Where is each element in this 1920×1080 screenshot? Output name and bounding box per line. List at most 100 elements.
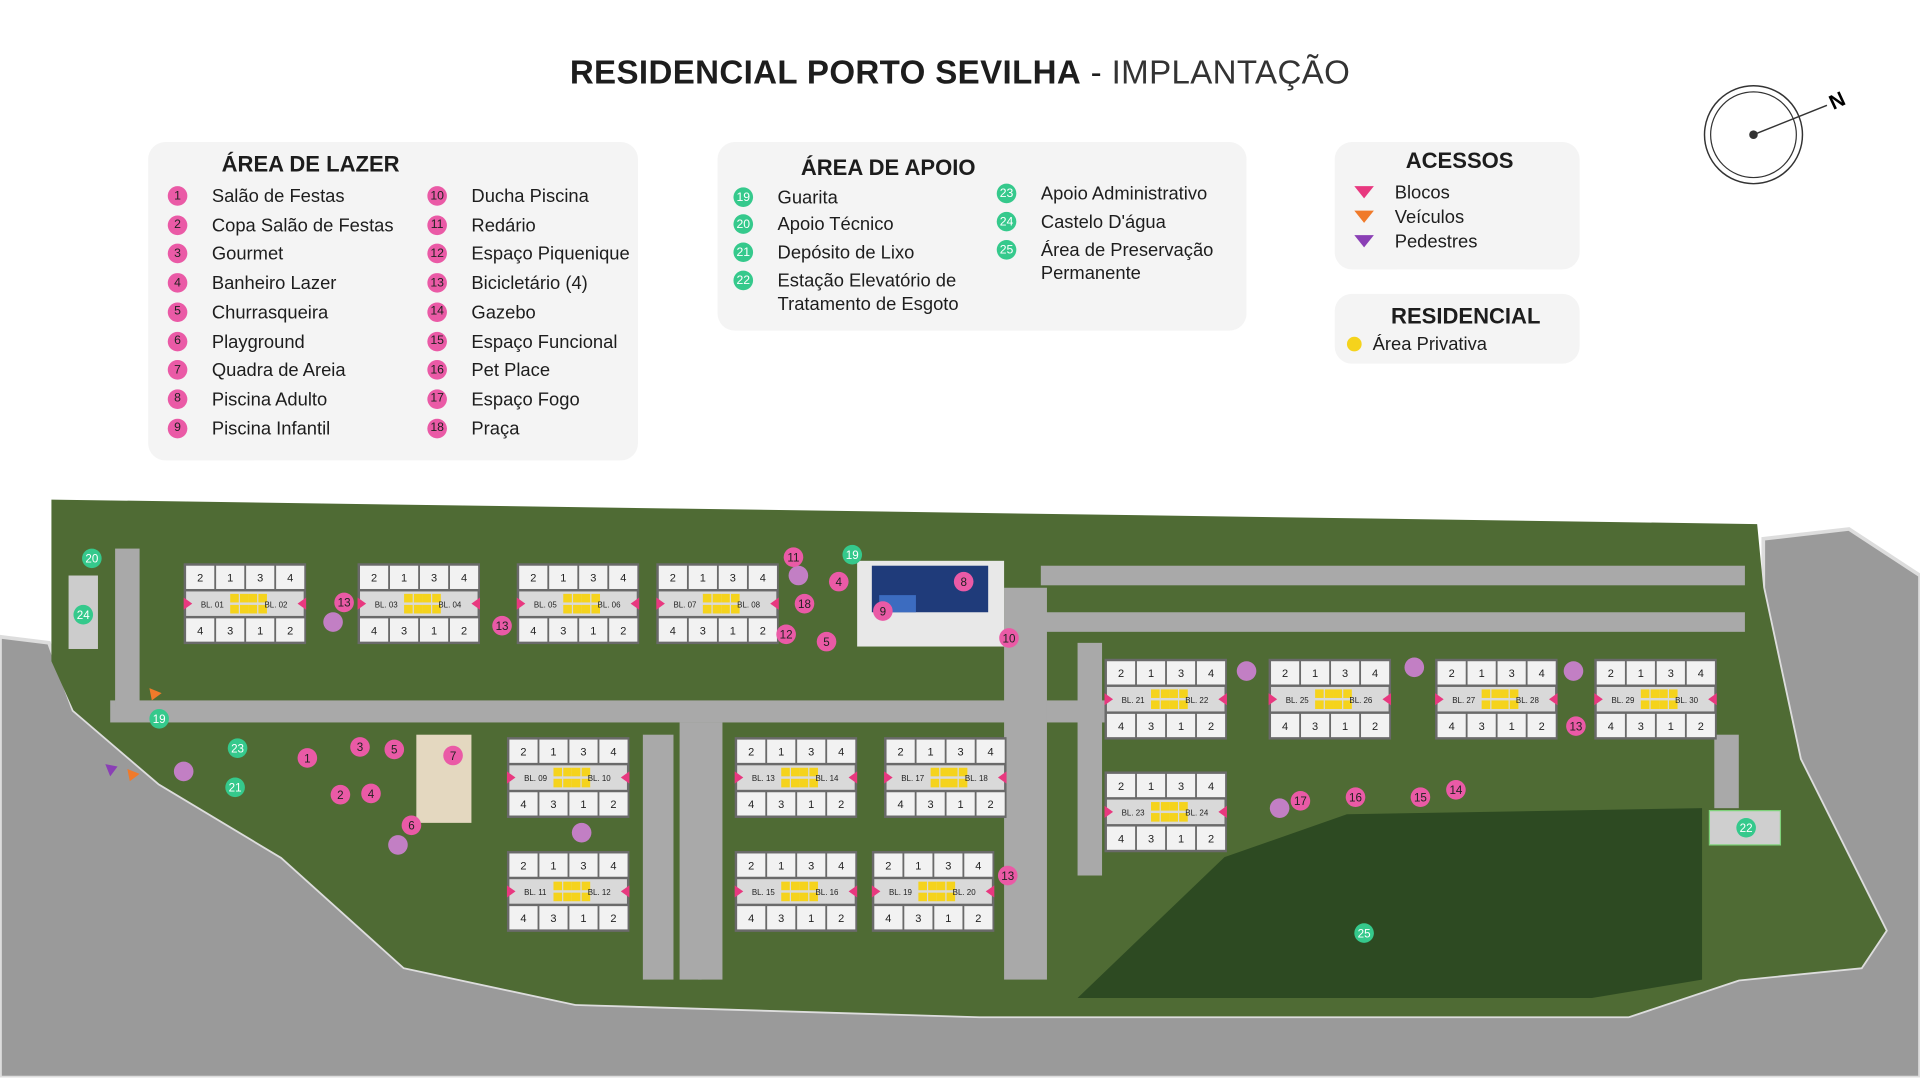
unit-number: 3 bbox=[560, 625, 566, 637]
private-area bbox=[946, 892, 956, 902]
marker-number: 13 bbox=[496, 620, 509, 633]
unit bbox=[549, 565, 578, 589]
unit-number: 1 bbox=[1509, 721, 1515, 733]
sewage-station bbox=[1708, 810, 1782, 846]
block-access-icon bbox=[357, 597, 367, 610]
map-marker-6[interactable]: 6 bbox=[401, 815, 422, 836]
leisure-number-badge: 2 bbox=[167, 215, 188, 235]
map-marker-13[interactable]: 13 bbox=[997, 865, 1018, 886]
unit bbox=[737, 853, 766, 877]
map-marker-3[interactable]: 3 bbox=[350, 737, 370, 757]
unit bbox=[1331, 661, 1360, 685]
map-marker-14[interactable]: 14 bbox=[1446, 780, 1466, 800]
map-marker-5[interactable]: 5 bbox=[384, 739, 405, 760]
unit bbox=[934, 906, 963, 930]
private-area bbox=[721, 604, 730, 614]
marker-number: 19 bbox=[846, 549, 859, 562]
private-area bbox=[1640, 689, 1650, 698]
marker-number: 21 bbox=[229, 782, 242, 795]
marker-number: 2 bbox=[337, 789, 343, 802]
unit bbox=[916, 792, 945, 816]
private-area bbox=[809, 767, 818, 777]
map-marker-2[interactable]: 2 bbox=[330, 784, 351, 805]
marker-number: 23 bbox=[231, 742, 244, 755]
map-marker-13[interactable]: 13 bbox=[1566, 716, 1586, 736]
private-area bbox=[230, 593, 239, 603]
unit bbox=[1136, 826, 1166, 850]
map-marker-18[interactable]: 18 bbox=[794, 593, 815, 614]
unit bbox=[1527, 661, 1556, 685]
unit bbox=[246, 565, 275, 589]
unit-number: 1 bbox=[1148, 781, 1154, 793]
private-area bbox=[946, 881, 956, 891]
unit bbox=[688, 565, 717, 589]
private-area bbox=[799, 778, 809, 788]
unit bbox=[886, 792, 915, 816]
unit bbox=[539, 739, 568, 763]
private-area bbox=[563, 604, 572, 614]
marker-number: 12 bbox=[780, 629, 793, 642]
map-marker-24[interactable]: 24 bbox=[73, 604, 94, 625]
private-area bbox=[1640, 700, 1650, 709]
unit bbox=[569, 853, 598, 877]
unit-number: 1 bbox=[778, 747, 784, 759]
block-access-icon bbox=[1268, 693, 1278, 706]
map-marker-25[interactable]: 25 bbox=[1354, 923, 1374, 943]
unit bbox=[737, 739, 766, 763]
title-bold: RESIDENCIAL PORTO SEVILHA bbox=[569, 53, 1082, 91]
private-area bbox=[791, 892, 800, 902]
map-marker-8[interactable]: 8 bbox=[953, 571, 974, 592]
map-marker-1[interactable]: 1 bbox=[297, 748, 318, 768]
leisure-number-badge: 10 bbox=[427, 186, 447, 206]
block-label: BL. 22 bbox=[1185, 696, 1209, 705]
leisure-number-badge: 14 bbox=[427, 302, 447, 322]
map-marker-16[interactable]: 16 bbox=[1345, 787, 1366, 807]
unit bbox=[827, 739, 856, 763]
unit bbox=[216, 618, 245, 642]
map-marker-7[interactable]: 7 bbox=[443, 745, 463, 766]
unit bbox=[934, 853, 963, 877]
unit-number: 3 bbox=[778, 913, 784, 925]
map-marker-15[interactable]: 15 bbox=[1410, 787, 1431, 807]
unit-number: 1 bbox=[580, 913, 586, 925]
map-marker-19[interactable]: 19 bbox=[842, 544, 863, 565]
map-marker-13[interactable]: 13 bbox=[492, 615, 512, 636]
private-area bbox=[1668, 689, 1678, 698]
unit bbox=[964, 906, 993, 930]
private-area bbox=[940, 767, 949, 777]
map-marker-20[interactable]: 20 bbox=[82, 548, 102, 569]
map-marker-23[interactable]: 23 bbox=[227, 738, 248, 758]
unit bbox=[737, 792, 766, 816]
map-marker-17[interactable]: 17 bbox=[1290, 791, 1311, 811]
private-area bbox=[928, 892, 937, 902]
unit-number: 4 bbox=[461, 573, 467, 585]
unit bbox=[539, 906, 568, 930]
unit bbox=[1136, 773, 1166, 798]
map-marker-13[interactable]: 13 bbox=[334, 592, 354, 613]
legend-label: Copa Salão de Festas bbox=[211, 215, 394, 236]
private-area bbox=[1509, 689, 1519, 698]
unit bbox=[737, 906, 766, 930]
unit bbox=[797, 739, 826, 763]
map-marker-5[interactable]: 5 bbox=[816, 631, 837, 652]
unit-number: 4 bbox=[1608, 721, 1614, 733]
vehicle-access-icon bbox=[127, 768, 140, 782]
legend-label: Área Privativa bbox=[1372, 334, 1488, 356]
map-marker-22[interactable]: 22 bbox=[1736, 817, 1756, 838]
map-marker-4[interactable]: 4 bbox=[828, 571, 849, 592]
support-number-badge: 19 bbox=[733, 187, 754, 207]
map-marker-21[interactable]: 21 bbox=[225, 777, 245, 798]
map-marker-12[interactable]: 12 bbox=[776, 624, 796, 645]
unit bbox=[569, 739, 598, 763]
map-marker-4[interactable]: 4 bbox=[361, 783, 381, 804]
private-area bbox=[1650, 700, 1660, 709]
map-marker-10[interactable]: 10 bbox=[999, 628, 1019, 648]
map-marker-19[interactable]: 19 bbox=[149, 708, 169, 729]
map-marker-11[interactable]: 11 bbox=[783, 547, 804, 567]
block-label: BL. 03 bbox=[375, 600, 399, 609]
map-marker-9[interactable]: 9 bbox=[873, 601, 893, 621]
